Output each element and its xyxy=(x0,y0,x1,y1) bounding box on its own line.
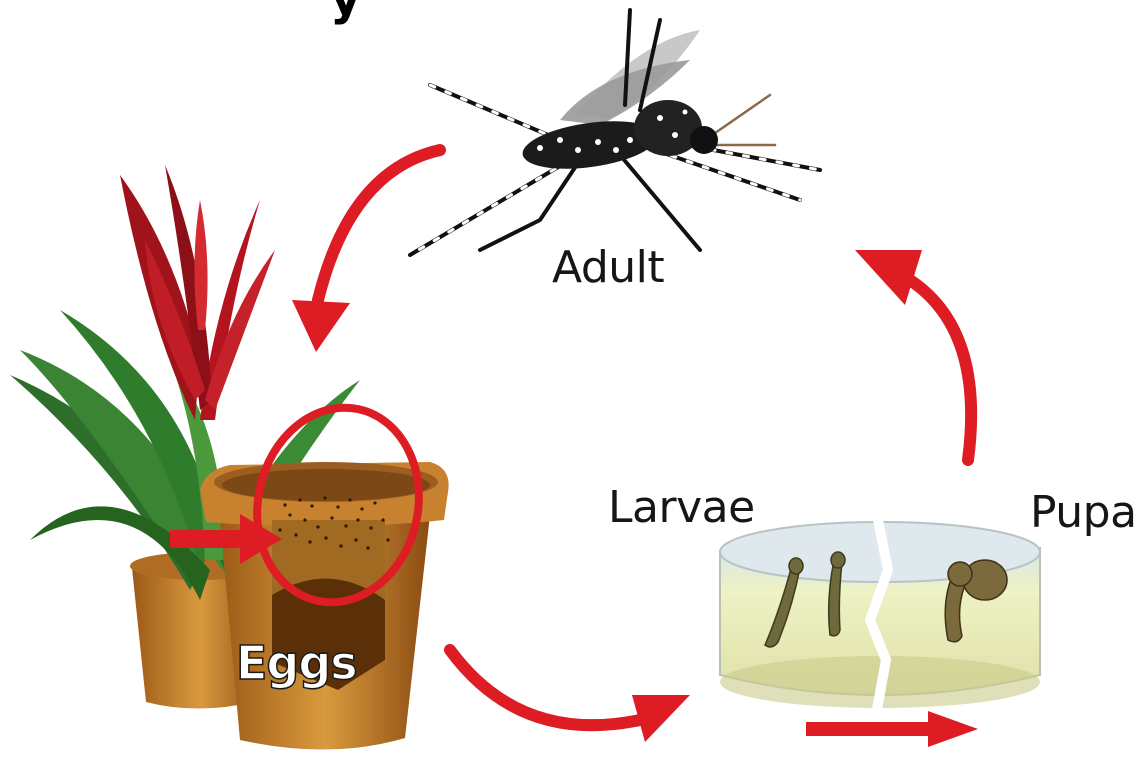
arrowhead-larvae xyxy=(632,695,690,742)
title-fragment: y xyxy=(330,0,361,26)
larvae-label: Larvae xyxy=(608,482,755,533)
arrow-pupa-to-adult xyxy=(910,280,971,460)
arrow-adult-to-eggs xyxy=(318,150,440,300)
eggs-label: Eggs xyxy=(236,636,357,690)
arrowhead-adult xyxy=(855,250,922,305)
pupa-label: Pupa xyxy=(1030,487,1137,538)
arrow-eggs-to-larvae xyxy=(450,650,640,725)
arrowhead-eggs xyxy=(292,300,350,352)
mosquito-icon xyxy=(410,10,820,255)
pupa-bottom-arrow-shaft xyxy=(806,722,934,736)
pupa-bottom-arrowhead xyxy=(928,711,978,747)
water-dish-icon xyxy=(720,520,1040,715)
adult-label: Adult xyxy=(552,242,664,293)
